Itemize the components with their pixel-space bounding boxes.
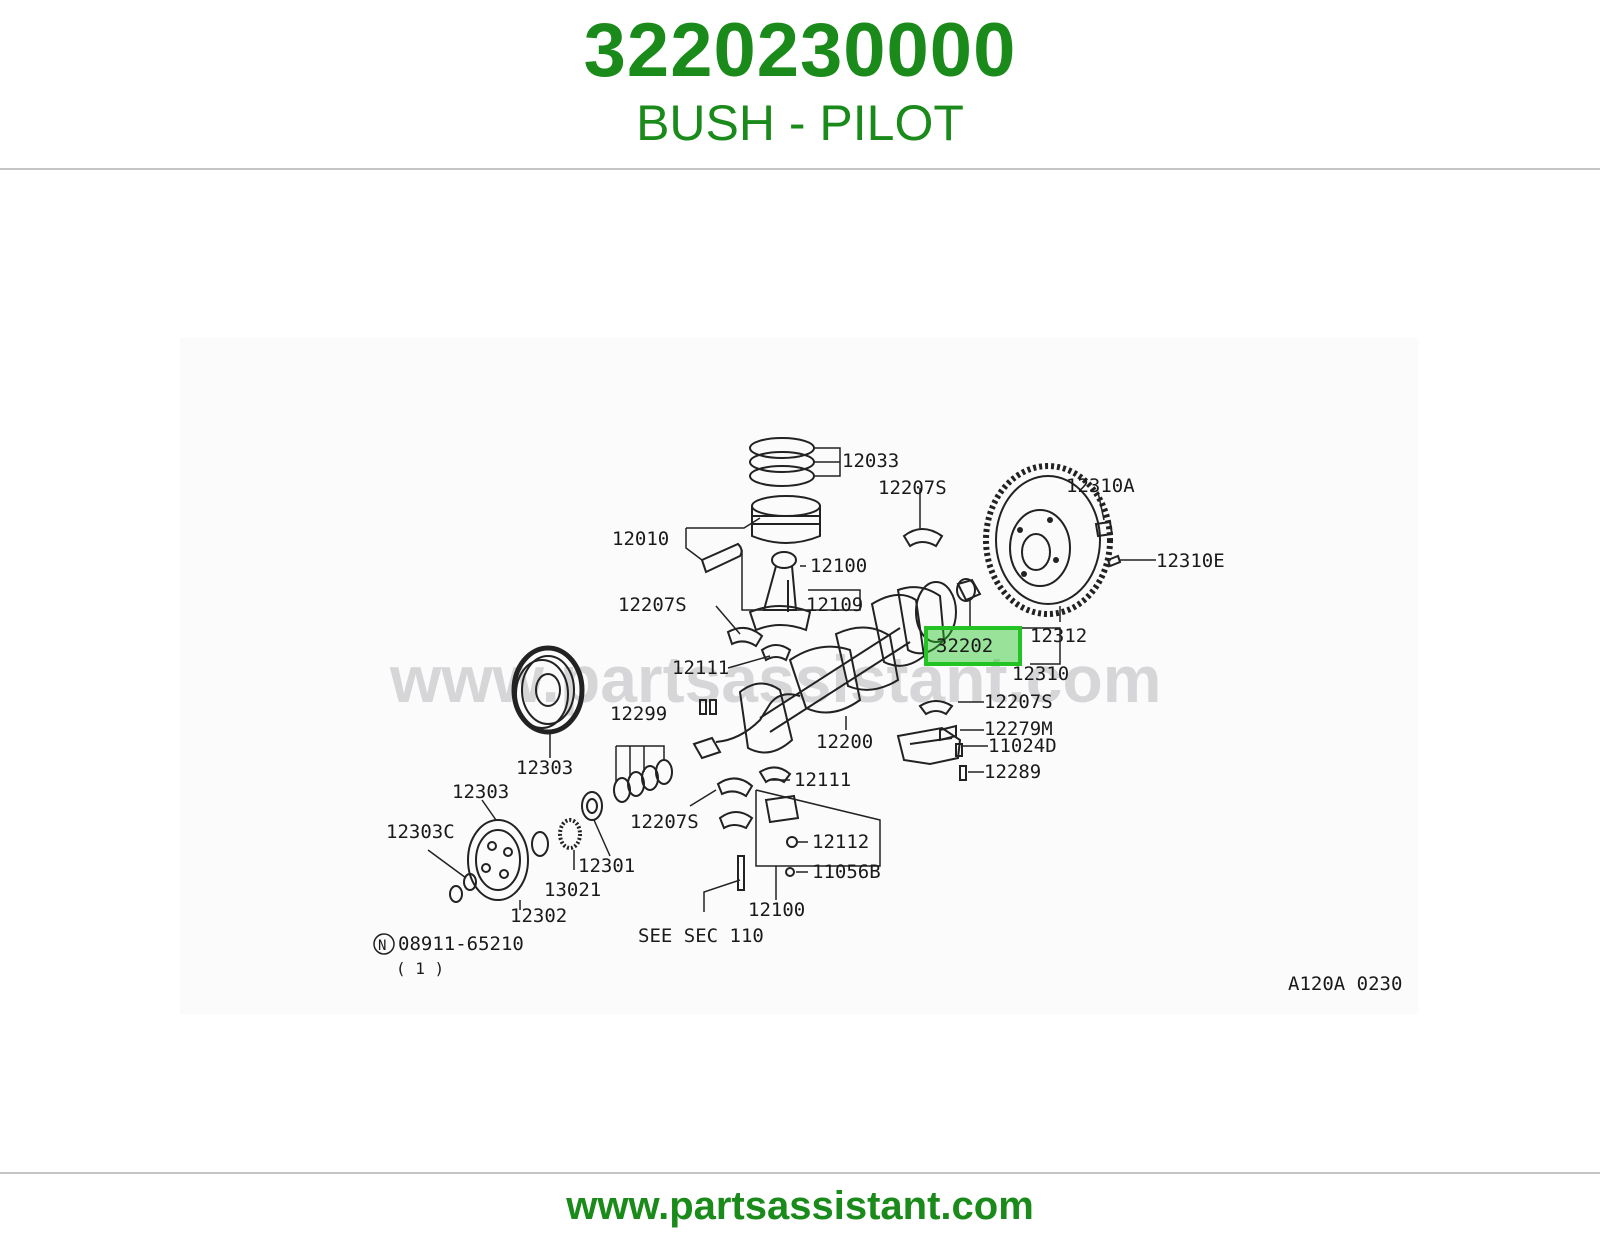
callout-11024d[interactable]: 11024D [988, 735, 1057, 757]
piston-pin [700, 542, 743, 574]
callout-11056b[interactable]: 11056B [812, 861, 881, 883]
callout-12289[interactable]: 12289 [984, 761, 1041, 783]
crankshaft [692, 581, 957, 760]
callout-12310a[interactable]: 12310A [1066, 475, 1135, 497]
callout-12200[interactable]: 12200 [816, 731, 873, 753]
callout-32202[interactable]: 32202 [936, 635, 993, 657]
flywheel-bolt [1094, 520, 1114, 538]
callout-08911-65210[interactable]: 08911-65210 [398, 933, 524, 955]
rod-cap [764, 794, 800, 877]
callout-12207s-top[interactable]: 12207S [878, 477, 947, 499]
callout-12312[interactable]: 12312 [1030, 625, 1087, 647]
part-name: BUSH - PILOT [636, 95, 964, 151]
callout-12111-top[interactable]: 12111 [672, 657, 729, 679]
bearing-shell-top [902, 528, 944, 548]
main-bearing-cap [896, 724, 962, 766]
n-symbol-circle [373, 933, 395, 955]
callout-12302[interactable]: 12302 [510, 905, 567, 927]
callout-12303-mid[interactable]: 12303 [452, 781, 509, 803]
callout-12207s-bottom[interactable]: 12207S [630, 811, 699, 833]
pilot-bush [956, 578, 982, 602]
callout-12111-bottom[interactable]: 12111 [794, 769, 851, 791]
callout-12010[interactable]: 12010 [612, 528, 669, 550]
page-header: 3220230000 BUSH - PILOT [0, 0, 1600, 168]
callout-12033[interactable]: 12033 [842, 450, 899, 472]
callout-12299[interactable]: 12299 [610, 703, 667, 725]
crank-sprocket [531, 818, 582, 857]
callout-12207s-left[interactable]: 12207S [618, 594, 687, 616]
callout-12279m[interactable]: 12279M [984, 718, 1053, 740]
piston-rings [749, 437, 815, 487]
bearing-shell-lower [716, 766, 792, 830]
highlighted-part-box[interactable] [924, 626, 1022, 666]
piston [751, 495, 821, 544]
see-section-reference[interactable]: SEE SEC 110 [638, 925, 764, 947]
callout-13021[interactable]: 13021 [544, 879, 601, 901]
dowel-pin [1106, 554, 1122, 568]
callout-12109[interactable]: 12109 [806, 594, 863, 616]
callout-12100-bottom[interactable]: 12100 [748, 899, 805, 921]
footer-url[interactable]: www.partsassistant.com [566, 1184, 1034, 1228]
header-divider [0, 168, 1600, 170]
bearing-shell-right [918, 700, 954, 716]
part-number: 3220230000 [583, 8, 1017, 93]
diagram-panel [180, 338, 1418, 1014]
callout-12310[interactable]: 12310 [1012, 663, 1069, 685]
connecting-rod [748, 551, 812, 632]
crank-pulley [511, 645, 585, 735]
n-symbol: N [378, 938, 386, 954]
callout-12301[interactable]: 12301 [578, 855, 635, 877]
oil-seal [581, 791, 603, 821]
thrust-washer [955, 743, 967, 781]
callout-12207s-right[interactable]: 12207S [984, 691, 1053, 713]
ring-set [613, 759, 673, 803]
leader-lines [427, 447, 1156, 912]
callout-12303-top[interactable]: 12303 [516, 757, 573, 779]
callout-12112[interactable]: 12112 [812, 831, 869, 853]
callout-quantity: ( 1 ) [396, 959, 444, 978]
callout-12310e[interactable]: 12310E [1156, 550, 1225, 572]
bearing-shell-upper-left [726, 626, 792, 662]
footer-divider [0, 1172, 1600, 1174]
woodruff-key [699, 699, 717, 715]
diagram-code: A120A 0230 [1288, 973, 1402, 995]
rod-bolt [737, 855, 745, 891]
flywheel [983, 463, 1113, 617]
callout-12303c[interactable]: 12303C [386, 821, 455, 843]
washer-small [449, 873, 477, 903]
callout-12100-top[interactable]: 12100 [810, 555, 867, 577]
crank-pulley-lower [467, 819, 529, 901]
